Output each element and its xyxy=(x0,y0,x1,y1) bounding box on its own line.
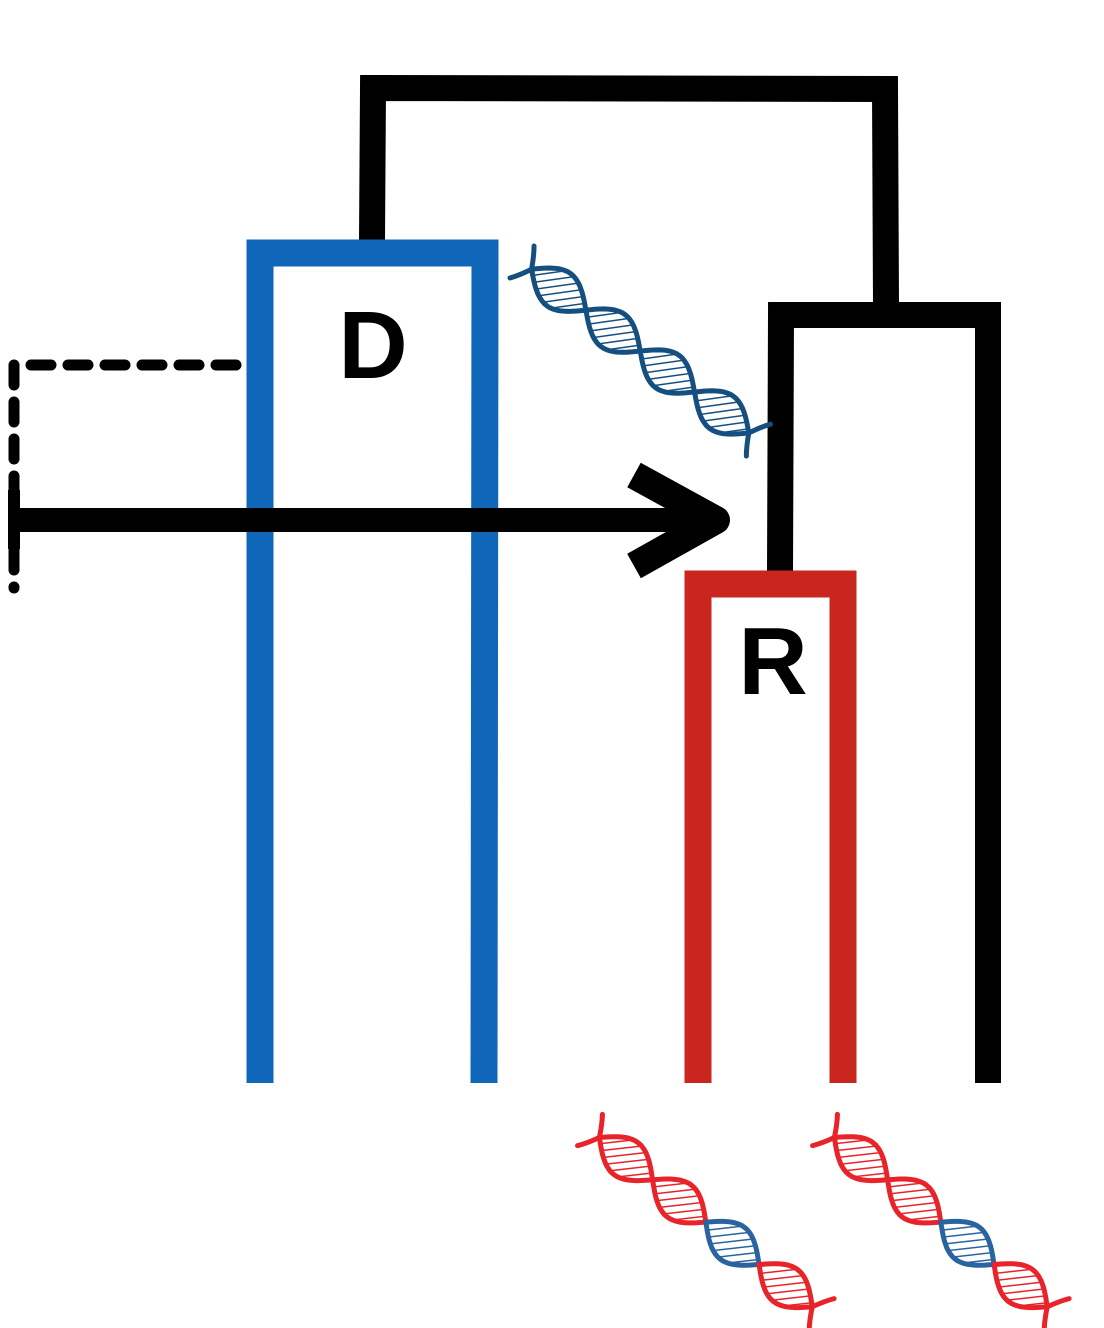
dna-strand-end xyxy=(743,421,773,459)
recipient-dna-left-icon xyxy=(575,1111,837,1328)
donor-lineage xyxy=(246,239,499,1084)
recipient-lineage xyxy=(684,570,857,1083)
dna-strand-end xyxy=(1041,1296,1072,1328)
donor-label: D xyxy=(338,292,407,399)
dna-strand-end xyxy=(806,1296,837,1328)
outer-tree-branch xyxy=(359,74,899,306)
inner-tree-branch xyxy=(767,302,1001,1083)
transfer-arrowhead xyxy=(627,462,730,579)
donor-dna-icon xyxy=(507,243,773,459)
recipient-dna-right-icon xyxy=(810,1111,1072,1328)
dashed-ghost-lineage xyxy=(8,359,242,594)
recipient-label: R xyxy=(738,608,807,715)
